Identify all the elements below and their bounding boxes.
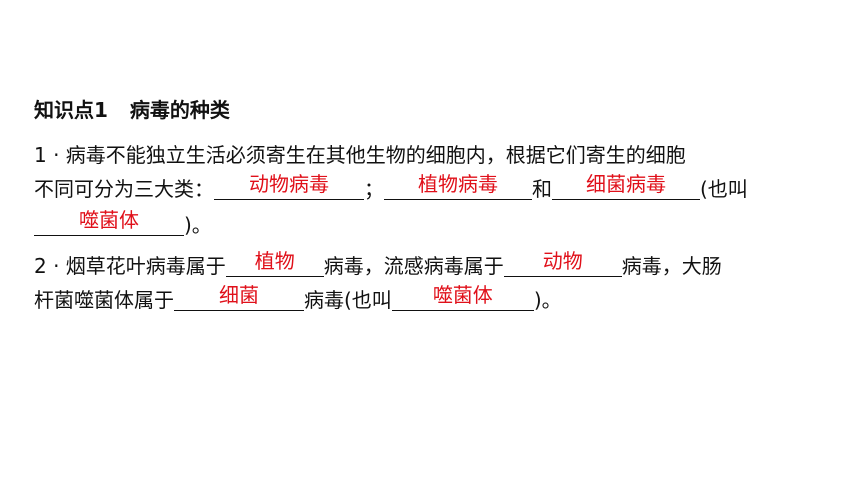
q2-mid-2: 病毒，大肠 bbox=[621, 254, 722, 278]
q1-answer-3: 细菌病毒 bbox=[586, 172, 666, 196]
q2-suffix: )。 bbox=[533, 288, 562, 312]
q1-answer-4: 噬菌体 bbox=[79, 208, 139, 232]
heading-title: 病毒的种类 bbox=[129, 98, 230, 122]
q1-answer-2: 植物病毒 bbox=[418, 172, 498, 196]
q1-line-2: 不同可分为三大类： 动物病毒 ； 植物病毒 和 细菌病毒 (也叫 bbox=[34, 173, 748, 201]
section-heading: 知识点1 病毒的种类 bbox=[34, 98, 230, 122]
q2-blank-1: 植物 bbox=[225, 250, 324, 277]
q2-line-2: 杆菌噬菌体属于 细菌 病毒(也叫 噬菌体 )。 bbox=[34, 284, 562, 312]
q2-prefix: 2 · 烟草花叶病毒属于 bbox=[34, 254, 226, 278]
q2-mid-1: 病毒，流感病毒属于 bbox=[323, 254, 504, 278]
q2-blank-4: 噬菌体 bbox=[391, 284, 534, 311]
q1-prefix: 不同可分为三大类： bbox=[34, 177, 214, 201]
q1-blank-3: 细菌病毒 bbox=[552, 173, 700, 200]
q2-answer-3: 细菌 bbox=[219, 283, 259, 307]
q1-semicolon: ； bbox=[364, 177, 384, 201]
q2-blank-2: 动物 bbox=[503, 250, 622, 277]
q2-answer-4: 噬菌体 bbox=[432, 283, 493, 307]
q2-line-1: 2 · 烟草花叶病毒属于 植物 病毒，流感病毒属于 动物 病毒，大肠 bbox=[34, 250, 722, 278]
q2-blank-3: 细菌 bbox=[174, 284, 304, 311]
q2-mid-3: 病毒(也叫 bbox=[304, 288, 392, 312]
q1-text: 1 · 病毒不能独立生活必须寄生在其他生物的细胞内，根据它们寄生的细胞 bbox=[34, 143, 686, 167]
q1-answer-1: 动物病毒 bbox=[249, 172, 329, 196]
q1-blank-4: 噬菌体 bbox=[34, 209, 184, 236]
q1-and: 和 bbox=[532, 177, 552, 201]
q2-answer-1: 植物 bbox=[254, 249, 295, 273]
q1-line-3: 噬菌体 )。 bbox=[34, 209, 212, 237]
q1-line-1: 1 · 病毒不能独立生活必须寄生在其他生物的细胞内，根据它们寄生的细胞 bbox=[34, 143, 686, 167]
q2-line2-prefix: 杆菌噬菌体属于 bbox=[34, 288, 174, 312]
q1-also-called: (也叫 bbox=[700, 177, 748, 201]
q1-suffix: )。 bbox=[184, 213, 212, 237]
q1-blank-2: 植物病毒 bbox=[384, 173, 532, 200]
heading-label: 知识点1 bbox=[34, 98, 108, 122]
q1-blank-1: 动物病毒 bbox=[214, 173, 364, 200]
q2-answer-2: 动物 bbox=[542, 249, 583, 273]
